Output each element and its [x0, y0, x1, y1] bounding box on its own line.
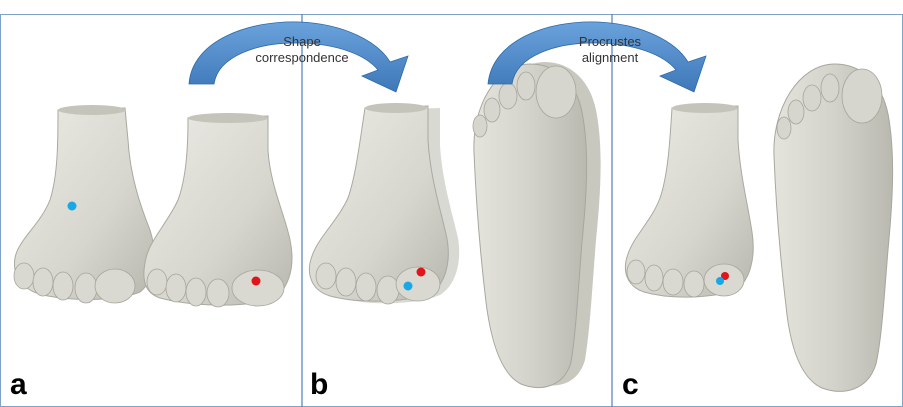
- panel-c-foot: [625, 103, 753, 297]
- panel-letter-c: c: [622, 368, 639, 402]
- panel-b-sole-overlay: [473, 62, 601, 388]
- arrow-label-line2: correspondence: [247, 50, 357, 66]
- arrow-label-line1: Shape: [247, 34, 357, 50]
- panel-a-foot-right: [144, 113, 292, 307]
- panel-c-sole: [774, 64, 893, 391]
- landmark-blue-b: [404, 282, 413, 291]
- landmark-blue-c: [716, 277, 724, 285]
- panel-letter-b: b: [310, 368, 328, 402]
- arrow-label-line2: alignment: [560, 50, 660, 66]
- landmark-red-b: [417, 268, 426, 277]
- landmark-red-a: [252, 277, 261, 286]
- landmark-blue-a: [68, 202, 77, 211]
- arrow-label-shape-correspondence: Shape correspondence: [247, 34, 357, 66]
- panel-letter-a: a: [10, 368, 27, 402]
- arrow-label-line1: Procrustes: [560, 34, 660, 50]
- arrow-label-procrustes-alignment: Procrustes alignment: [560, 34, 660, 66]
- panel-a-foot-left: [14, 105, 154, 303]
- panel-b-foot-overlay: [309, 103, 459, 304]
